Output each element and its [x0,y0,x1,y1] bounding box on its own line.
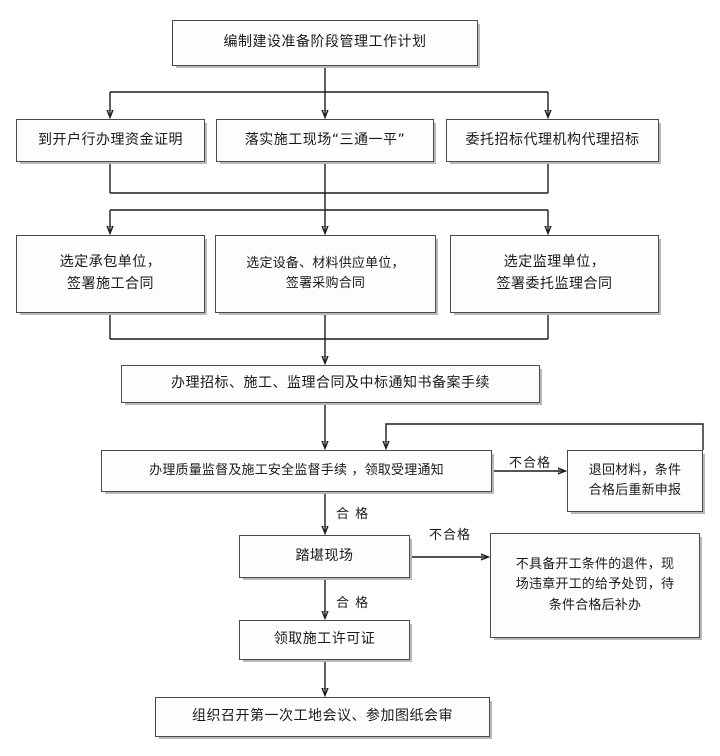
node-contractor-line-2: 签署施工合同 [67,276,154,292]
node-site-survey[interactable]: 踏堪现场 [239,535,410,578]
node-reject-notice[interactable]: 不具备开工条件的退件，现 场违章开工的给予处罚，待 条件合格后补办 [490,533,700,638]
node-return-material-line-1: 退回材料，条件 [588,462,682,478]
node-supervisor-line-2: 签署委托监理合同 [496,276,613,292]
node-plan[interactable]: 编制建设准备阶段管理工作计划 [172,20,478,66]
node-agent-bid-line-1: 委托招标代理机构代理招标 [465,131,640,148]
node-contractor[interactable]: 选定承包单位， 签署施工合同 [16,235,205,313]
node-fund-cert[interactable]: 到开户行办理资金证明 [16,119,205,162]
node-plan-line-1: 编制建设准备阶段管理工作计划 [223,34,427,51]
node-record-filing-line-1: 办理招标、施工、监理合同及中标通知书备案手续 [171,375,490,392]
node-record-filing[interactable]: 办理招标、施工、监理合同及中标通知书备案手续 [121,365,540,403]
edge-label-pass-survey: 合 格 [336,596,370,611]
node-agent-bid[interactable]: 委托招标代理机构代理招标 [446,119,659,162]
node-reject-notice-line-2: 场违章开工的给予处罚，待 [515,577,675,593]
edge-label-pass-quality: 合 格 [336,507,370,522]
edge-label-fail-quality: 不合格 [509,456,552,471]
node-return-material[interactable]: 退回材料，条件 合格后重新申报 [567,450,703,512]
node-site-ready-line-1: 落实施工现场“三通一平” [244,131,406,148]
node-supervisor-line-1: 选定监理单位， [503,254,606,271]
node-fund-cert-line-1: 到开户行办理资金证明 [38,131,183,148]
edge-return-feedback [386,423,704,450]
edge-label-fail-survey: 不合格 [429,528,472,543]
node-supervisor[interactable]: 选定监理单位， 签署委托监理合同 [450,235,659,313]
node-supplier-line-1: 选定设备、材料供应单位， [246,255,405,271]
node-supplier-line-2: 签署采购合同 [285,276,366,291]
node-quality-safety-line-1: 办理质量监督及施工安全监督手续 ，领取受理通知 [149,462,444,478]
node-first-meeting-line-1: 组织召开第一次工地会议、参加图纸会审 [192,708,453,725]
node-first-meeting[interactable]: 组织召开第一次工地会议、参加图纸会审 [155,697,490,737]
node-supplier[interactable]: 选定设备、材料供应单位， 签署采购合同 [215,235,436,313]
node-site-survey-line-1: 踏堪现场 [295,547,354,564]
node-contractor-line-1: 选定承包单位， [59,254,162,271]
node-site-ready[interactable]: 落实施工现场“三通一平” [216,119,434,162]
node-reject-notice-line-1: 不具备开工条件的退件，现 [515,557,675,573]
node-permit-line-1: 领取施工许可证 [273,631,376,648]
node-quality-safety[interactable]: 办理质量监督及施工安全监督手续 ，领取受理通知 [101,450,492,492]
node-return-material-line-2: 合格后重新申报 [588,483,682,498]
node-reject-notice-line-3: 条件合格后补办 [548,597,642,613]
node-permit[interactable]: 领取施工许可证 [239,620,410,660]
